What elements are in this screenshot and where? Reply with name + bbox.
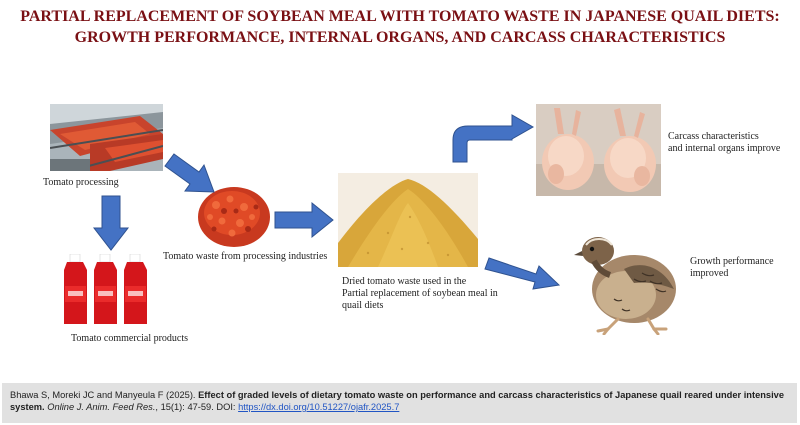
label-commercial-products: Tomato commercial products xyxy=(71,333,188,345)
arrow-to-dried xyxy=(275,203,333,237)
label-dried-line-1: Dried tomato waste used in the xyxy=(342,276,498,288)
label-dried-tomato-waste: Dried tomato waste used in the Partial r… xyxy=(342,276,498,312)
label-carcass-line-2: and internal organs improve xyxy=(668,143,780,155)
label-carcass-line-1: Carcass characteristics xyxy=(668,131,780,143)
label-tomato-processing: Tomato processing xyxy=(43,177,119,189)
label-dried-line-3: quail diets xyxy=(342,300,498,312)
label-carcass: Carcass characteristics and internal org… xyxy=(668,131,780,155)
citation-journal: Online J. Anim. Feed Res. xyxy=(47,402,155,412)
label-growth-line-2: improved xyxy=(690,268,774,280)
label-dried-line-2: Partial replacement of soybean meal in xyxy=(342,288,498,300)
label-tomato-waste: Tomato waste from processing industries xyxy=(163,251,327,263)
citation-authors: Bhawa S, Moreki JC and Manyeula F (2025)… xyxy=(10,390,196,400)
arrow-to-products xyxy=(94,196,128,250)
citation-footer: Bhawa S, Moreki JC and Manyeula F (2025)… xyxy=(2,383,797,423)
arrow-to-waste xyxy=(165,154,214,192)
label-growth-line-1: Growth performance xyxy=(690,256,774,268)
arrow-to-carcass xyxy=(453,115,533,162)
citation-doi-link[interactable]: https://dx.doi.org/10.51227/ojafr.2025.7 xyxy=(238,402,399,412)
citation-volume: , 15(1): 47-59. DOI: xyxy=(155,402,235,412)
label-growth: Growth performance improved xyxy=(690,256,774,280)
